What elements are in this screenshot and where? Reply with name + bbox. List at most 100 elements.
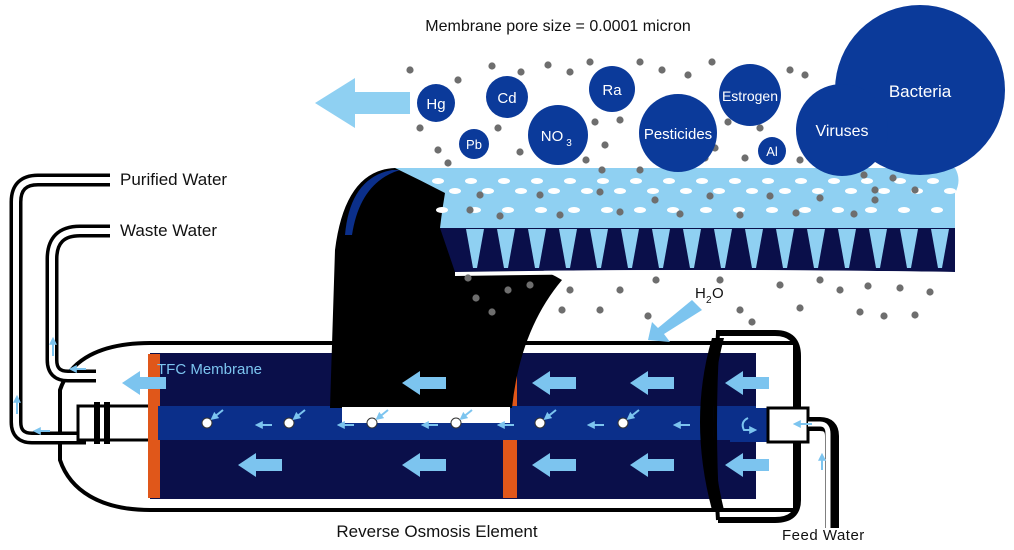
membrane-channel bbox=[621, 229, 639, 268]
particle-dot bbox=[871, 186, 879, 194]
membrane-pore bbox=[564, 178, 576, 184]
membrane-channel bbox=[528, 229, 546, 268]
particle-dot bbox=[558, 306, 566, 314]
svg-text:Estrogen: Estrogen bbox=[722, 88, 778, 104]
particle-dot bbox=[786, 66, 794, 74]
particle-dot bbox=[792, 209, 800, 217]
purified-flow-arrow bbox=[315, 78, 410, 128]
particle-dot bbox=[476, 191, 484, 199]
svg-text:H: H bbox=[695, 285, 706, 302]
particle-dot bbox=[444, 159, 452, 167]
particle-dot bbox=[496, 212, 504, 220]
membrane-pore bbox=[861, 178, 873, 184]
particle-dot bbox=[736, 306, 744, 314]
particle-dot bbox=[651, 196, 659, 204]
svg-text:2: 2 bbox=[706, 295, 712, 306]
membrane-pore bbox=[548, 188, 560, 194]
membrane-channel bbox=[559, 229, 577, 268]
membrane-pore bbox=[568, 207, 580, 213]
feed-inlet bbox=[730, 406, 839, 528]
contaminant-pesticides: Pesticides bbox=[639, 94, 717, 172]
membrane-channel bbox=[838, 229, 856, 268]
particle-dot bbox=[706, 192, 714, 200]
membrane-pore bbox=[436, 207, 448, 213]
particle-dot bbox=[816, 194, 824, 202]
permeate-hole bbox=[450, 417, 462, 429]
membrane-pore bbox=[535, 207, 547, 213]
particle-dot bbox=[472, 294, 480, 302]
particle-dot bbox=[526, 281, 534, 289]
membrane-pore bbox=[795, 178, 807, 184]
water-molecule-label: H 2 O bbox=[695, 285, 724, 306]
membrane-channel bbox=[714, 229, 732, 268]
particle-dot bbox=[652, 276, 660, 284]
permeate-arrow bbox=[626, 409, 640, 420]
svg-text:Viruses: Viruses bbox=[815, 123, 868, 140]
particle-dot bbox=[801, 71, 809, 79]
membrane-pore bbox=[498, 178, 510, 184]
membrane-channel bbox=[807, 229, 825, 268]
permeate-arrow bbox=[543, 409, 557, 420]
membrane-pore bbox=[614, 188, 626, 194]
particle-dot bbox=[911, 311, 919, 319]
membrane-channel bbox=[652, 229, 670, 268]
membrane-pore bbox=[482, 188, 494, 194]
membrane-pores bbox=[432, 178, 956, 213]
particle-dot bbox=[596, 306, 604, 314]
membrane-channel bbox=[590, 229, 608, 268]
membrane-pore bbox=[647, 188, 659, 194]
particle-dot bbox=[536, 191, 544, 199]
flow-arrows bbox=[122, 371, 769, 477]
membrane-pore bbox=[779, 188, 791, 194]
permeate-hole bbox=[617, 417, 629, 429]
membrane-pore bbox=[432, 178, 444, 184]
particle-dot bbox=[736, 211, 744, 219]
svg-text:NO: NO bbox=[541, 128, 564, 145]
membrane-pore bbox=[878, 188, 890, 194]
particle-dot bbox=[454, 76, 462, 84]
membrane-pore bbox=[502, 207, 514, 213]
particle-dot bbox=[684, 71, 692, 79]
particle-dot bbox=[836, 286, 844, 294]
particle-dot bbox=[756, 124, 764, 132]
particle-dot bbox=[889, 174, 897, 182]
membrane-pore bbox=[799, 207, 811, 213]
membrane-pore bbox=[927, 178, 939, 184]
membrane-pore bbox=[680, 188, 692, 194]
permeate-hole bbox=[534, 417, 546, 429]
waste-water-pipe bbox=[45, 224, 110, 383]
svg-text:Cd: Cd bbox=[497, 90, 516, 107]
membrane-pore bbox=[630, 178, 642, 184]
feed-water-label: Feed Water bbox=[782, 527, 865, 544]
membrane-pore bbox=[663, 178, 675, 184]
particle-dot bbox=[566, 68, 574, 76]
waste-water-label: Waste Water bbox=[120, 221, 217, 240]
membrane-pore bbox=[597, 178, 609, 184]
permeate-hole bbox=[366, 417, 378, 429]
particle-dot bbox=[860, 171, 868, 179]
permeate-arrow bbox=[292, 409, 306, 420]
particle-dot bbox=[856, 308, 864, 316]
membrane-pore bbox=[531, 178, 543, 184]
flow-arrow bbox=[725, 453, 769, 477]
particle-dot bbox=[466, 206, 474, 214]
particle-dot bbox=[871, 196, 879, 204]
particle-dot bbox=[406, 66, 414, 74]
particle-dot bbox=[748, 318, 756, 326]
particle-dot bbox=[816, 276, 824, 284]
particle-dot bbox=[644, 312, 652, 320]
membrane-pore bbox=[894, 178, 906, 184]
membrane-pore bbox=[832, 207, 844, 213]
membrane-pore bbox=[766, 207, 778, 213]
svg-text:Ra: Ra bbox=[602, 82, 622, 99]
flow-arrow bbox=[238, 453, 282, 477]
membrane-channel bbox=[497, 229, 515, 268]
flow-arrow bbox=[532, 453, 576, 477]
svg-text:3: 3 bbox=[566, 138, 572, 149]
membrane-pore bbox=[729, 178, 741, 184]
svg-text:Pb: Pb bbox=[466, 137, 482, 152]
permeate-hole bbox=[201, 417, 213, 429]
particle-dot bbox=[716, 276, 724, 284]
membrane-pore bbox=[746, 188, 758, 194]
